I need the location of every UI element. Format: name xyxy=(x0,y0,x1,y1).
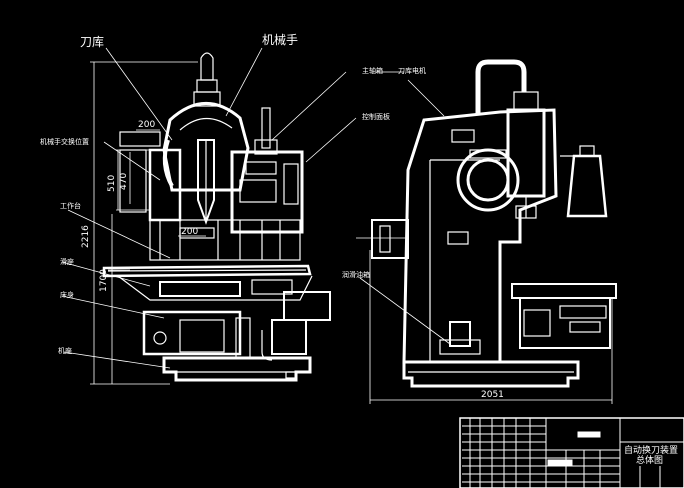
dim-2216: 2216 xyxy=(81,225,91,248)
dim-200-mid: 200 xyxy=(181,227,199,237)
side-view-dimensions xyxy=(356,71,613,404)
label-manipulator: 机械手 xyxy=(262,33,299,47)
label-control-panel: 控制面板 xyxy=(362,113,390,121)
front-view-dimensions xyxy=(61,47,357,385)
front-view xyxy=(102,52,331,382)
label-bed: 床身 xyxy=(60,291,74,299)
label-tool-magazine: 刀库 xyxy=(80,35,105,49)
label-magazine-motor: 刀库电机 xyxy=(398,67,426,75)
label-manip-exchange-pos: 机械手交换位置 xyxy=(40,138,89,146)
dim-2051: 2051 xyxy=(481,390,504,400)
title-block-title-line1: 自动换刀装置 xyxy=(624,446,679,456)
label-base: 机座 xyxy=(58,347,72,355)
dim-470: 470 xyxy=(119,172,129,190)
dim-510: 510 xyxy=(107,174,117,192)
label-spindle-box: 主轴箱 xyxy=(362,67,383,75)
title-block xyxy=(459,417,684,488)
title-block-title-line2: 总体图 xyxy=(636,456,664,466)
label-saddle: 滑座 xyxy=(60,258,74,266)
dim-200-top: 200 xyxy=(138,120,156,130)
dim-1700: 1700 xyxy=(99,269,109,292)
side-view xyxy=(371,59,617,388)
label-worktable: 工作台 xyxy=(60,202,81,210)
label-lube-box: 润滑油箱 xyxy=(342,271,370,279)
